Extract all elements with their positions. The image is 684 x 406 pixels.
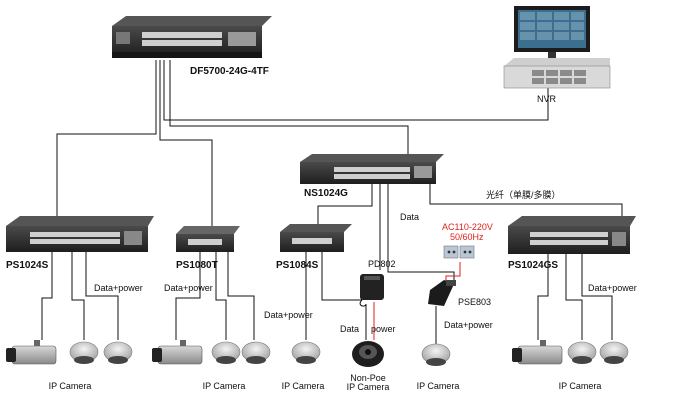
box-camera (512, 340, 563, 365)
dome-camera (211, 341, 241, 364)
switch-ps1084s (280, 224, 352, 252)
ps1084s-label: PS1084S (276, 260, 319, 271)
switch-ps1024gs (508, 216, 636, 254)
pd-data-label: Data (340, 324, 360, 334)
ac-power-label-line2: 50/60Hz (450, 232, 484, 242)
ac-power-label-line1: AC110-220V (442, 222, 493, 232)
fiber-label: 光纤（单膜/多膜） (486, 190, 561, 200)
dome-camera (421, 343, 451, 366)
camera-group-label: IP Camera (416, 381, 460, 391)
aggregation-switch-label: NS1024G (304, 188, 348, 199)
cable-ps1024s-cam1 (41, 252, 53, 340)
ac-outlet-icon (443, 245, 475, 259)
cable-core-to-ns1024g (169, 60, 409, 158)
dome-camera (103, 341, 133, 364)
cable-core-to-nvr (163, 60, 549, 121)
data-power-label-ps1024s: Data+power (94, 283, 143, 293)
non-poe-camera (352, 341, 384, 367)
pd-power-label: power (371, 324, 396, 334)
cable-ps1080t-cam3 (227, 250, 255, 340)
dome-camera (599, 341, 629, 364)
cable-ps1024gs-cam3 (581, 254, 613, 340)
cable-ps1084s-pd802 (321, 250, 362, 301)
cable-core-to-ps1024s (56, 60, 157, 220)
non-poe-label: Non-Poe (350, 373, 386, 383)
pse803-injector (428, 280, 456, 306)
dome-camera (567, 341, 597, 364)
dome-camera (69, 341, 99, 364)
non-poe-camera-label: IP Camera (346, 382, 390, 392)
core-switch-label: DF5700-24G-4TF (190, 66, 269, 77)
data-label: Data (400, 212, 420, 222)
cable-ns1024g-to-ps1084s (317, 184, 373, 228)
cable-core-to-ps1080t (159, 60, 213, 228)
ps1024gs-label: PS1024GS (508, 260, 559, 271)
power-line-ac-pse803 (445, 262, 461, 282)
core-switch (112, 16, 272, 58)
camera-group-label: IP Camera (558, 381, 602, 391)
cable-ps1080t-cam1 (175, 250, 201, 340)
box-camera (6, 340, 57, 365)
cable-ns1024g-to-ps1024gs (429, 184, 623, 218)
pse803-label: PSE803 (458, 297, 492, 307)
pd802-splitter (359, 274, 384, 307)
switch-ps1024s (6, 216, 154, 252)
cable-ps1024s-cam3 (85, 252, 119, 340)
cable-ps1080t-cam2 (215, 250, 227, 340)
nvr-label: NVR (537, 94, 557, 104)
data-power-label-ps1024gs: Data+power (588, 283, 637, 293)
camera-group-label: IP Camera (202, 381, 246, 391)
data-power-label-pse803: Data+power (444, 320, 493, 330)
dome-camera (241, 341, 271, 364)
data-power-label-ps1080t: Data+power (164, 283, 213, 293)
data-power-label-ps1084s: Data+power (264, 310, 313, 320)
dome-camera (291, 341, 321, 364)
cable-ps1024gs-cam1 (537, 254, 549, 340)
aggregation-switch (300, 154, 444, 184)
camera-group-label: IP Camera (281, 381, 325, 391)
ps1080t-label: PS1080T (176, 260, 218, 271)
cables (41, 60, 623, 344)
power-lines (373, 262, 461, 340)
nvr-device (503, 6, 611, 89)
box-camera (152, 340, 203, 365)
pd802-label: PD802 (368, 259, 396, 269)
cable-ps1024gs-cam2 (565, 254, 583, 340)
cable-ps1024s-cam2 (71, 252, 85, 340)
switch-ps1080t (176, 226, 240, 252)
cable-ns1024g-to-data (387, 184, 455, 282)
camera-group-label: IP Camera (48, 381, 92, 391)
ps1024s-label: PS1024S (6, 260, 49, 271)
